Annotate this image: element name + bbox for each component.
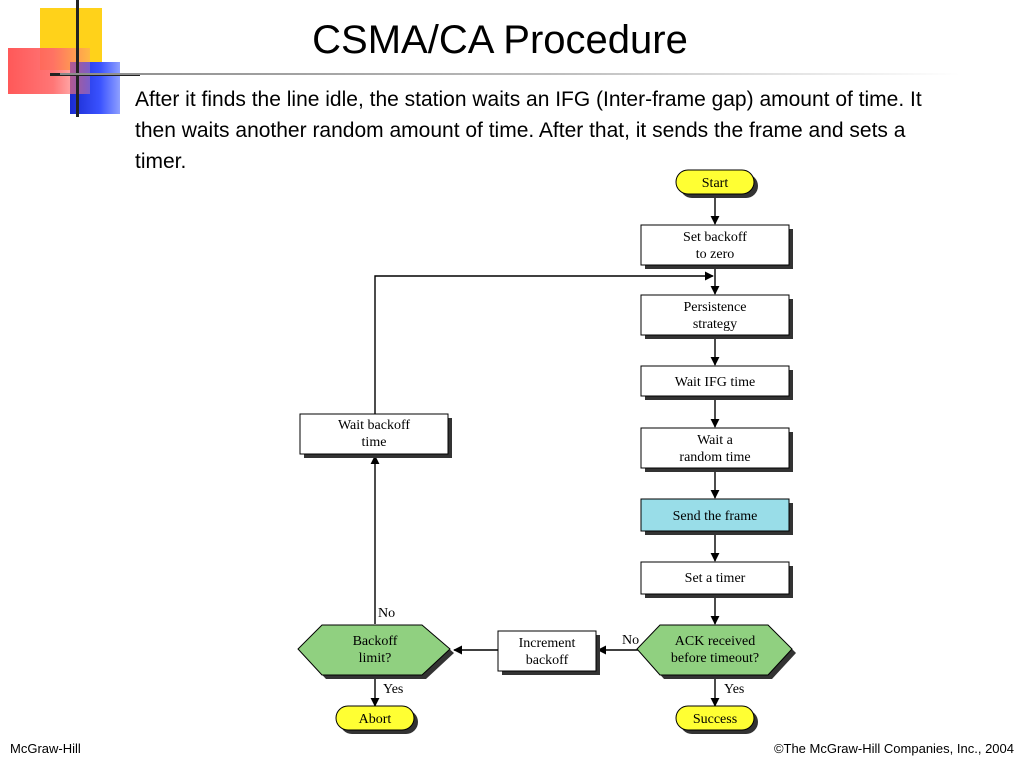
persistence-strategy-box: Persistence strategy — [640, 294, 793, 339]
increment-backoff-line-2: backoff — [526, 653, 569, 668]
ack-decision-line-2: before timeout? — [671, 651, 759, 666]
ack-decision: ACK received before timeout? — [636, 624, 796, 679]
wait-backoff-line-1: Wait backoff — [338, 418, 410, 433]
wait-random-line-1: Wait a — [697, 433, 734, 448]
backoff-limit-decision: Backoff limit? — [297, 624, 454, 679]
ack-yes-label: Yes — [724, 682, 744, 697]
wait-backoff-box: Wait backoff time — [299, 413, 452, 458]
persistence-line-2: strategy — [693, 317, 737, 332]
start-label: Start — [702, 176, 729, 191]
set-timer-box: Set a timer — [640, 561, 793, 598]
set-backoff-box: Set backoff to zero — [640, 224, 793, 269]
send-frame-box: Send the frame — [640, 498, 793, 535]
footer-left: McGraw-Hill — [10, 741, 81, 756]
wait-random-line-2: random time — [679, 450, 750, 465]
flow-connectors — [370, 196, 720, 707]
start-terminal: Start — [675, 169, 758, 198]
success-terminal: Success — [675, 705, 758, 734]
slide-title: CSMA/CA Procedure — [312, 18, 688, 62]
limit-no-label: No — [378, 606, 395, 621]
persistence-line-1: Persistence — [684, 300, 747, 315]
ack-no-label: No — [622, 633, 639, 648]
success-label: Success — [693, 712, 737, 727]
increment-backoff-line-1: Increment — [519, 636, 576, 651]
footer-right: ©The McGraw-Hill Companies, Inc., 2004 — [773, 741, 1014, 756]
backoff-limit-line-2: limit? — [359, 651, 392, 666]
deco-vertical-line — [76, 0, 79, 117]
ack-decision-line-1: ACK received — [675, 634, 755, 649]
title-rule — [60, 73, 960, 75]
wait-ifg-box: Wait IFG time — [640, 365, 793, 400]
abort-terminal: Abort — [335, 705, 418, 734]
set-backoff-line-1: Set backoff — [683, 230, 747, 245]
limit-yes-label: Yes — [383, 682, 403, 697]
wait-backoff-line-2: time — [362, 435, 387, 450]
wait-ifg-label: Wait IFG time — [675, 375, 756, 390]
send-frame-label: Send the frame — [673, 509, 758, 524]
abort-label: Abort — [359, 712, 392, 727]
set-backoff-line-2: to zero — [696, 247, 734, 262]
wait-random-box: Wait a random time — [640, 427, 793, 472]
slide-body-text: After it finds the line idle, the statio… — [135, 88, 922, 173]
increment-backoff-box: Increment backoff — [497, 630, 600, 675]
backoff-limit-line-1: Backoff — [353, 634, 398, 649]
set-timer-label: Set a timer — [685, 571, 746, 586]
